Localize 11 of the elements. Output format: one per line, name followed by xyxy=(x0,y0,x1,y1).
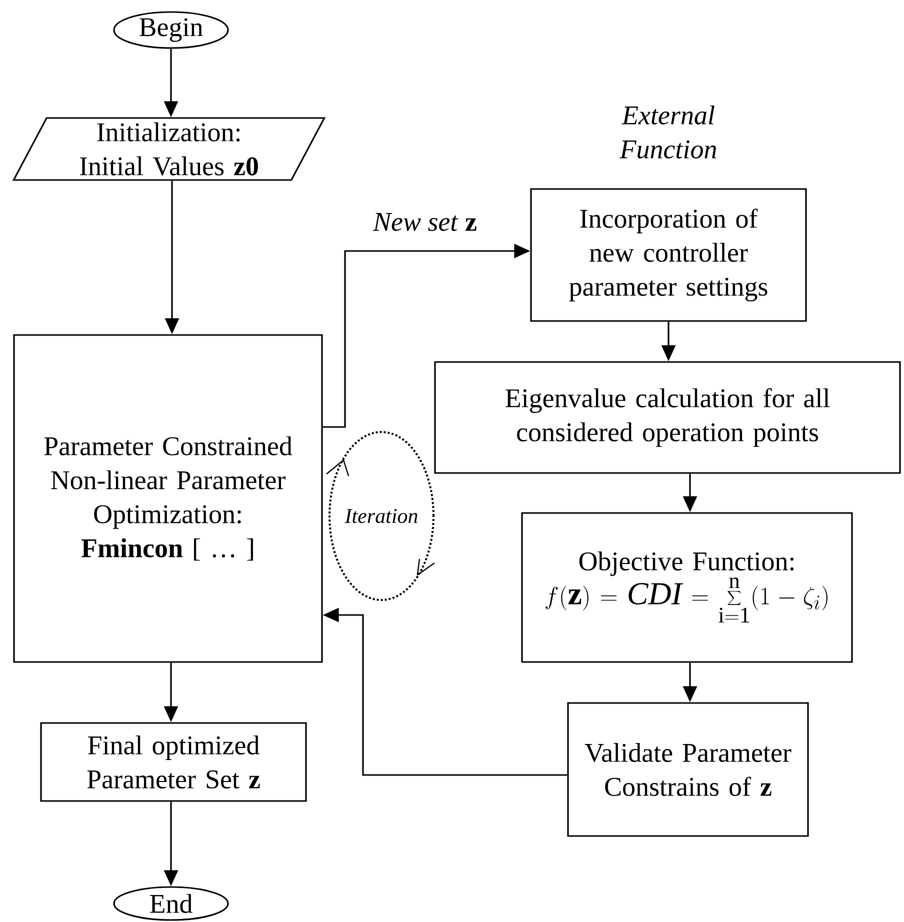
side-heading: External Function xyxy=(620,105,716,159)
process-box: Incorporation of new controller parameter settings xyxy=(530,188,807,322)
edge-label: New set z xyxy=(372,212,478,232)
process-box: Validate Parameter Constrains of z xyxy=(567,702,809,837)
process-box: Eigenvalue calculation for all considered operation points xyxy=(434,361,901,474)
iteration-loop: Iteration xyxy=(326,431,436,601)
end-terminal: End xyxy=(113,886,229,921)
process-box: Parameter Constrained Non-linear Parameter Optimization: Fmincon [ … ] xyxy=(13,334,323,663)
process-box: Final optimized Parameter Set z xyxy=(40,722,307,802)
start-terminal: Begin xyxy=(113,11,229,49)
process-box: Objective Function: $f(\mathbf{z})=\mathit{CDI}=\sum_{\mathrm{i=1}}^{\mathrm{n}}(1-\zeta_i)$ xyxy=(521,512,853,663)
